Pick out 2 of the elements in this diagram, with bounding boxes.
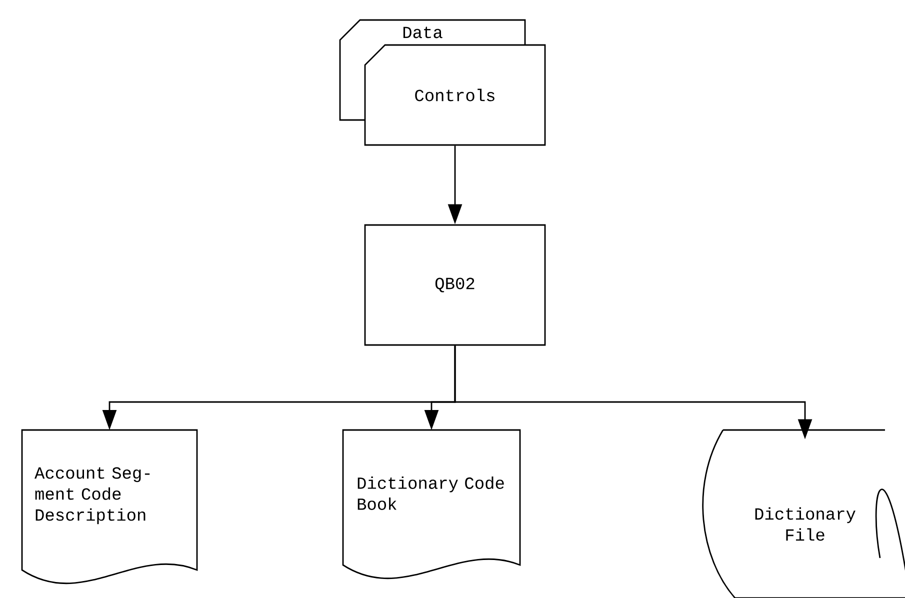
process-box: QB02 [364,224,546,346]
punched-card: Controls [364,44,546,146]
